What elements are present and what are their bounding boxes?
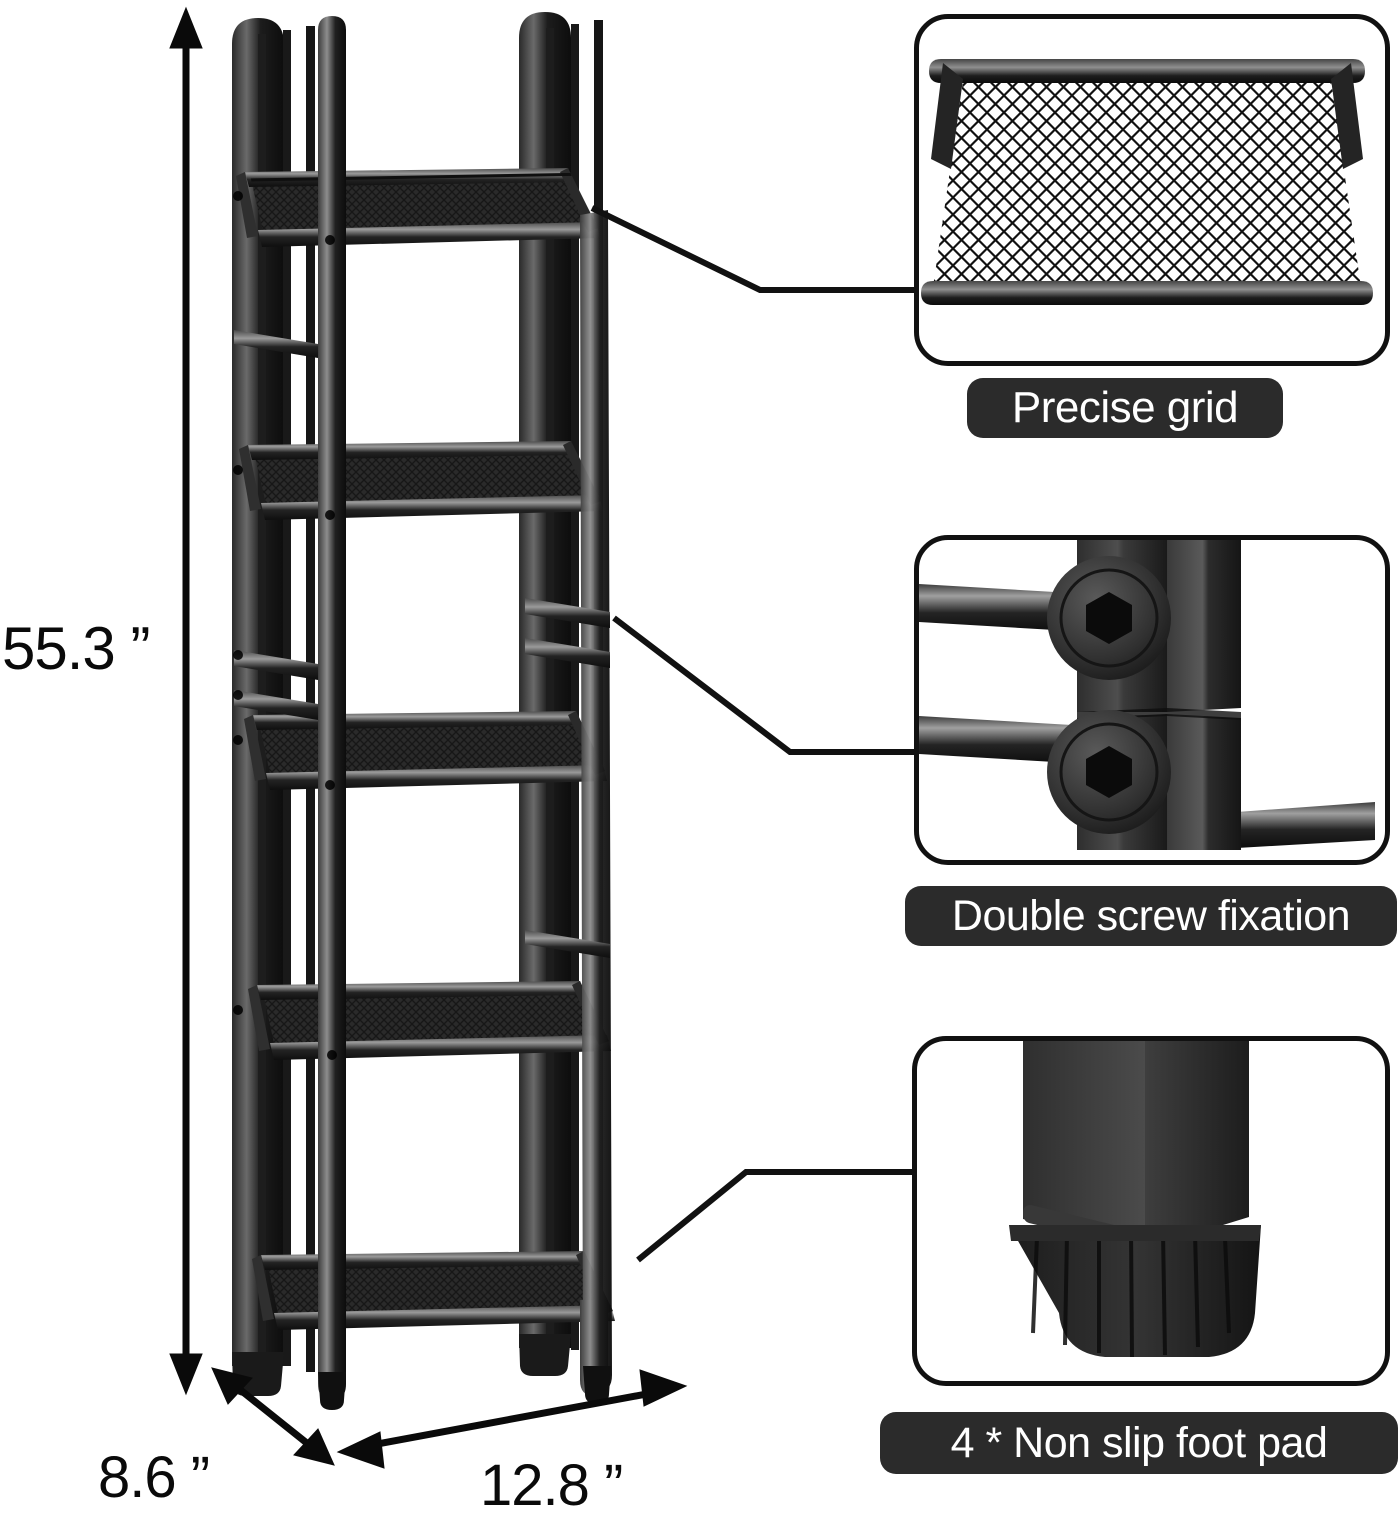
hex-screw-upper: [1047, 556, 1171, 680]
leader-line-grid: [590, 205, 914, 293]
shelf-tier-1: [236, 168, 600, 247]
left-side-rods: [306, 26, 315, 1372]
screw-joint-detail-image: [919, 540, 1375, 850]
dimension-label-depth: 8.6 ”: [98, 1445, 210, 1510]
shelf-rack-drawing: [232, 12, 615, 1410]
shelf-tier-5: [252, 1251, 615, 1330]
callout-leader-lines: [590, 205, 914, 1263]
foot-pads: [232, 1334, 611, 1410]
leader-line-foot: [636, 1169, 912, 1263]
screw-dots: [233, 191, 337, 1060]
front-right-post: [580, 1300, 608, 1396]
callout-label-non-slip-foot-pad: 4 * Non slip foot pad: [880, 1412, 1398, 1474]
callout-box-non-slip-foot-pad: [912, 1036, 1390, 1386]
leader-line-screw: [612, 615, 914, 755]
mesh-shelf-detail-image: [921, 59, 1373, 305]
shelf-tier-2: [239, 441, 603, 520]
shelf-tier-3: [244, 711, 607, 790]
shelf-tier-4: [248, 981, 611, 1060]
dimension-label-height: 55.3 ”: [2, 615, 150, 682]
side-cross-rails: [234, 330, 610, 958]
front-left-post: [318, 16, 346, 1400]
callout-box-double-screw-fixation: [914, 535, 1390, 865]
dimension-arrows: [169, 6, 688, 1469]
foot-pad-detail-image: [1009, 1041, 1261, 1358]
height-arrow: [169, 6, 203, 1396]
right-front-post: [580, 210, 612, 1392]
rear-frame: [232, 18, 291, 1366]
callout-box-precise-grid: [914, 14, 1390, 366]
depth-arrow: [211, 1367, 335, 1466]
callout-label-precise-grid: Precise grid: [967, 378, 1283, 438]
back-right-frame: [519, 12, 603, 1350]
dimension-label-width: 12.8 ”: [480, 1453, 623, 1518]
callout-label-double-screw-fixation: Double screw fixation: [905, 886, 1397, 946]
hex-screw-lower: [1047, 710, 1171, 834]
